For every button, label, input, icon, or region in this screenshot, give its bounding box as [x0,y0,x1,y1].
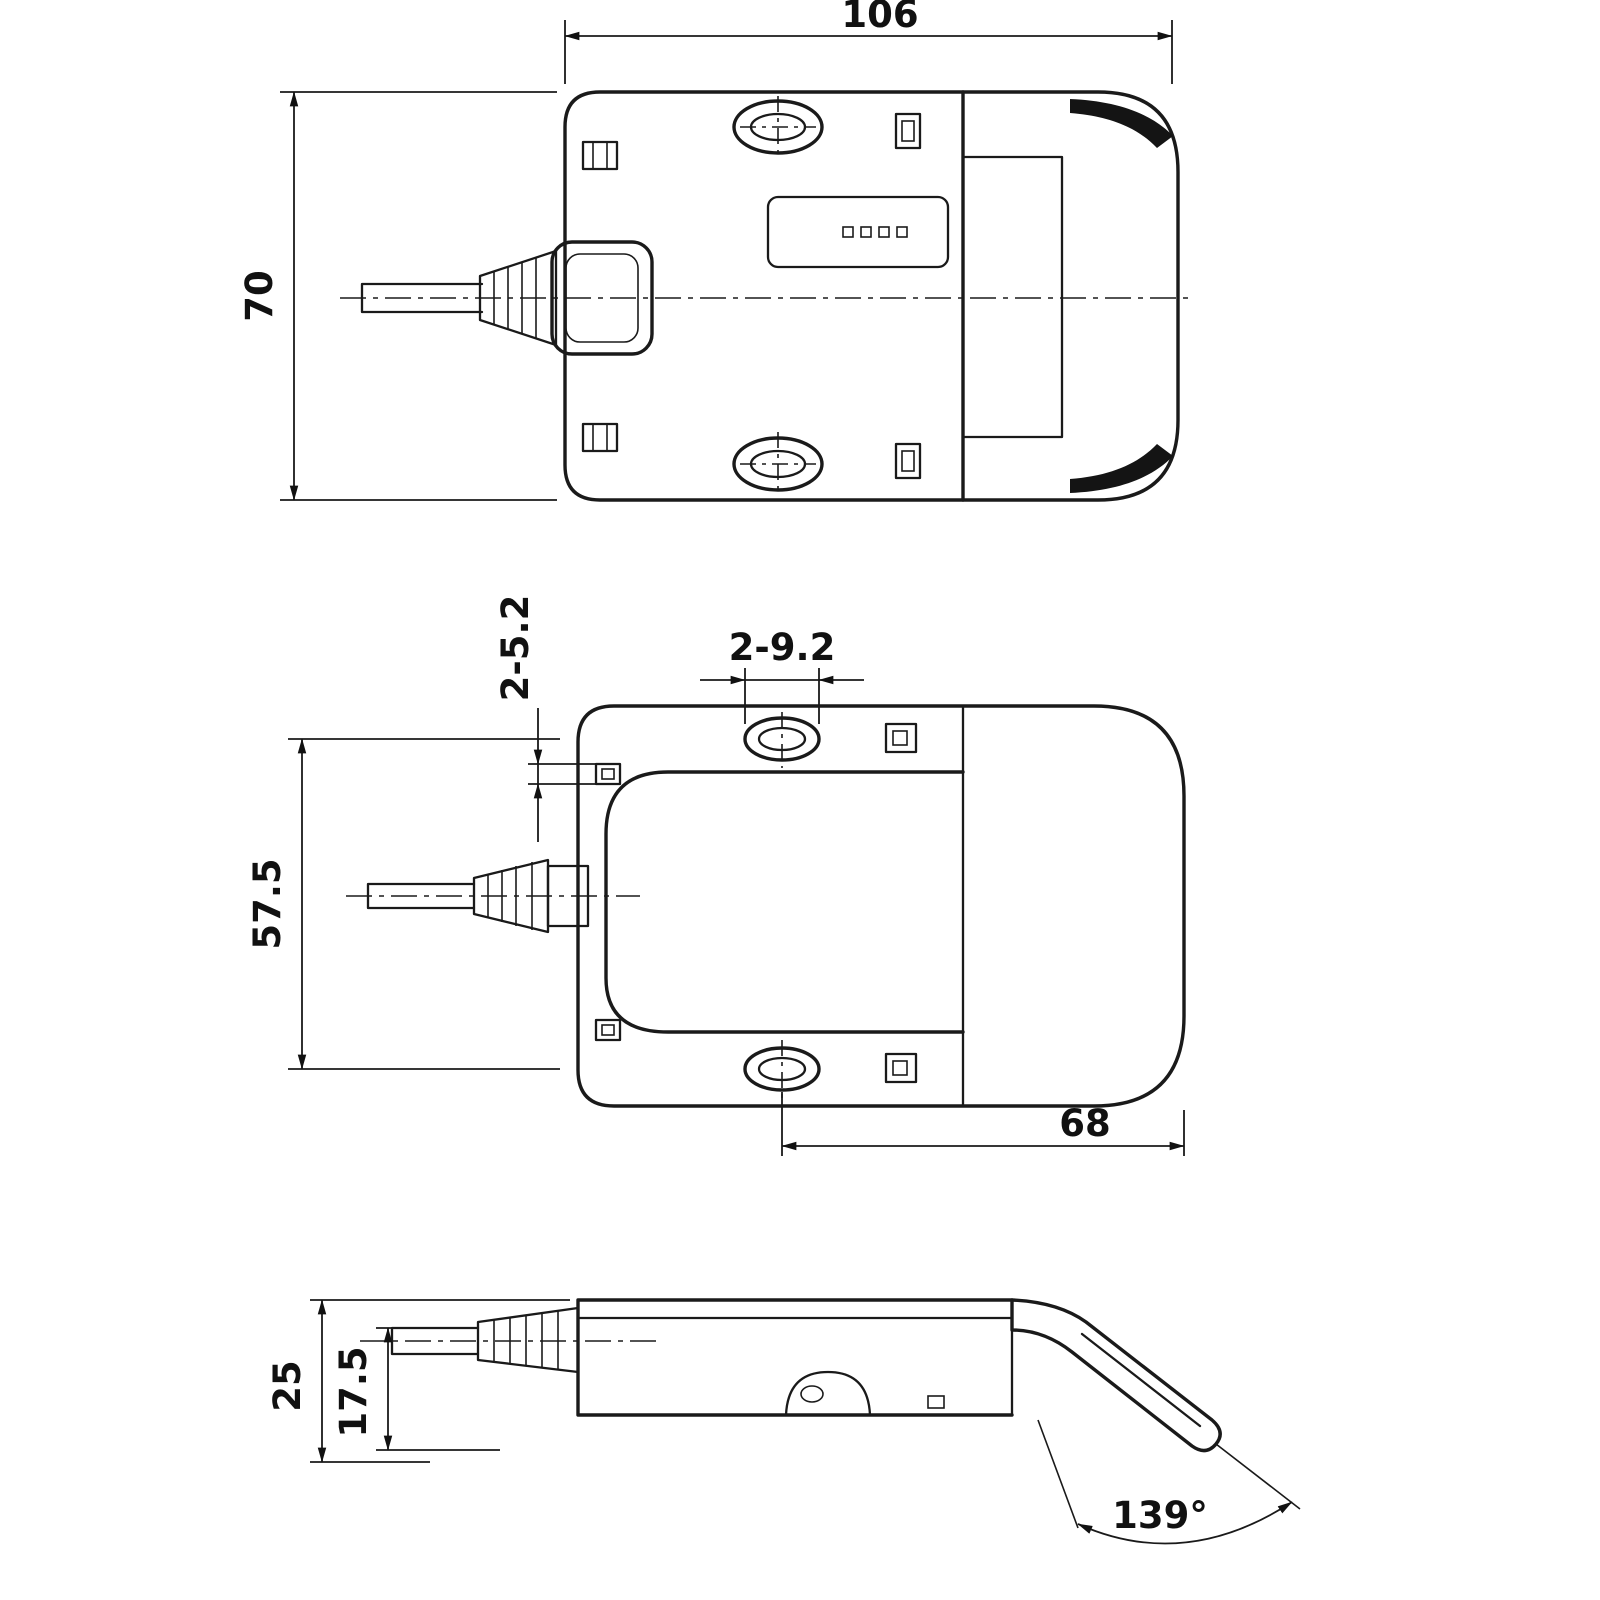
dim-mount-hole-spacing: 57.5 [246,738,560,1070]
dim-label-slot-size: 2-9.2 [729,626,836,669]
dim-label-mount-hole-spacing: 57.5 [246,858,289,949]
top-flap-edge-wedge-bottom [1070,444,1173,493]
front-notch-lower-detail [601,1024,615,1036]
top-clip-left-upper-detail [592,142,608,169]
front-strain-relief [472,858,550,934]
side-hinge-detail [800,1385,824,1403]
top-connector [550,240,654,356]
dim-label-flap-open-angle: 139° [1112,1494,1208,1537]
dim-flap-open-angle: 139° [1037,1419,1301,1545]
dim-label-body-height: 17.5 [332,1346,375,1437]
contact-pad-2 [860,226,872,238]
front-clip-upper-detail [892,730,908,746]
top-clip-right-lower [894,442,922,480]
front-clip-lower-detail [892,1060,908,1076]
top-slot-lower-centermark [740,432,816,496]
dim-overall-width: 106 [564,0,1173,84]
dim-hole-to-right-edge: 68 [781,1092,1185,1156]
top-clip-left-lower [581,422,619,453]
top-slot-upper-centermark [740,96,816,160]
side-view: 25 17.5 139° [266,1298,1301,1545]
dim-label-notch-size: 2-5.2 [494,595,537,702]
label-plate [766,195,950,269]
front-u-channel [604,770,965,1034]
contact-pad-1 [842,226,854,238]
top-flap-inner-lines [961,155,1064,439]
top-view: 106 70 [238,0,1194,502]
side-flap [1010,1298,1222,1453]
dim-overall-height: 25 [266,1299,570,1463]
front-notch-lower [594,1018,622,1042]
dim-notch-size: 2-5.2 [494,595,596,842]
dim-label-overall-width: 106 [841,0,918,36]
front-outline [576,704,1186,1108]
dim-label-overall-height: 25 [266,1360,309,1412]
front-clip-upper [884,722,918,754]
top-clip-left-upper [581,140,619,171]
top-body-outline [563,90,965,502]
side-latch-detail [927,1395,945,1409]
side-flap-inner-line [1080,1332,1202,1428]
dim-body-height: 17.5 [332,1327,500,1451]
dim-overall-depth: 70 [238,91,557,501]
top-clip-left-lower-detail [592,424,608,451]
dim-label-hole-to-right-edge: 68 [1059,1102,1111,1145]
top-clip-right-upper [894,112,922,150]
top-clip-right-upper-detail [901,120,915,142]
contact-pad-3 [878,226,890,238]
front-notch-upper-detail [601,768,615,780]
front-view: 2-9.2 2-5.2 57.5 68 [246,595,1186,1156]
front-clip-lower [884,1052,918,1084]
dim-slot-size: 2-9.2 [700,626,864,724]
contact-pad-4 [896,226,908,238]
side-hinge-dome [784,1370,872,1417]
top-flap-outline [961,90,1180,502]
dim-label-overall-depth: 70 [238,270,281,322]
top-flap-edge-wedge-top [1070,99,1173,148]
top-clip-right-lower-detail [901,450,915,472]
front-notch-upper [594,762,622,786]
side-strain-relief [476,1306,580,1374]
